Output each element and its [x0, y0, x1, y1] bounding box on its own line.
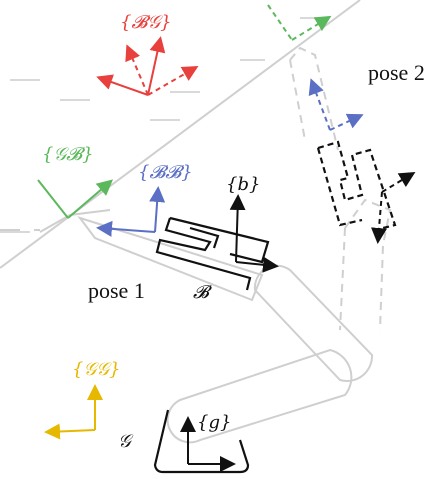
robot-arm-body — [77, 46, 392, 444]
frame-gb — [37, 4, 332, 219]
frame-gb2-axis-a — [267, 4, 293, 41]
gripper-pose2-outline — [317, 140, 397, 232]
frame-bg-axis-x — [96, 74, 149, 96]
frame-bb-axis-y — [149, 186, 166, 233]
label-frame-bg: {𝓑𝒢} — [120, 12, 172, 33]
frame-gg-axis-x — [44, 423, 96, 440]
base-outline — [153, 409, 250, 474]
frame-bb-axis-x — [96, 220, 156, 237]
gripper-pose2 — [316, 140, 397, 232]
label-frame-gg: {𝒢𝒢} — [72, 359, 121, 380]
frame-gg — [44, 384, 103, 440]
frame-bb — [96, 78, 364, 237]
arm-link-upper — [253, 264, 374, 382]
label-frame-g: {g} — [197, 412, 231, 433]
surface-hatching — [0, 17, 325, 233]
frame-b-axis-x — [235, 256, 279, 273]
robot-base — [153, 409, 250, 474]
label-body-g: 𝒢 — [118, 431, 134, 452]
arm-link-lower — [166, 348, 353, 444]
frame-b2-axis-y — [371, 191, 387, 244]
arm-wrist-pose2-dashed — [289, 46, 339, 151]
gripper-pose1-body — [155, 217, 252, 291]
label-frame-gb: {𝒢𝓑} — [42, 144, 94, 165]
label-frame-b: {b} — [226, 174, 260, 195]
frame-g — [180, 416, 236, 472]
gripper-pose1 — [155, 216, 270, 291]
gripper-pose1-top — [169, 216, 270, 264]
frame-bg-axis-w — [147, 66, 199, 96]
frame-bb2-axis-x — [329, 113, 364, 131]
label-pose2: pose 2 — [368, 60, 425, 85]
frame-bg — [96, 36, 199, 96]
frame-gb-axis-a — [37, 179, 69, 219]
frame-gb2-axis-b — [291, 15, 332, 41]
frame-b-axis-y — [229, 194, 246, 263]
frame-gb-axis-b — [67, 179, 114, 219]
label-body-b: 𝓑 — [193, 282, 212, 303]
surface-line-upper — [0, 0, 361, 269]
arm-link-forearm — [77, 216, 264, 302]
label-frame-bb: {𝓑𝓑} — [138, 162, 193, 183]
arm-link-pose2-dashed — [344, 198, 392, 331]
frame-b2-axis-x — [381, 171, 416, 193]
frame-b — [229, 171, 416, 273]
frame-bg-axis-y — [147, 36, 166, 96]
label-pose1: pose 1 — [88, 278, 145, 303]
